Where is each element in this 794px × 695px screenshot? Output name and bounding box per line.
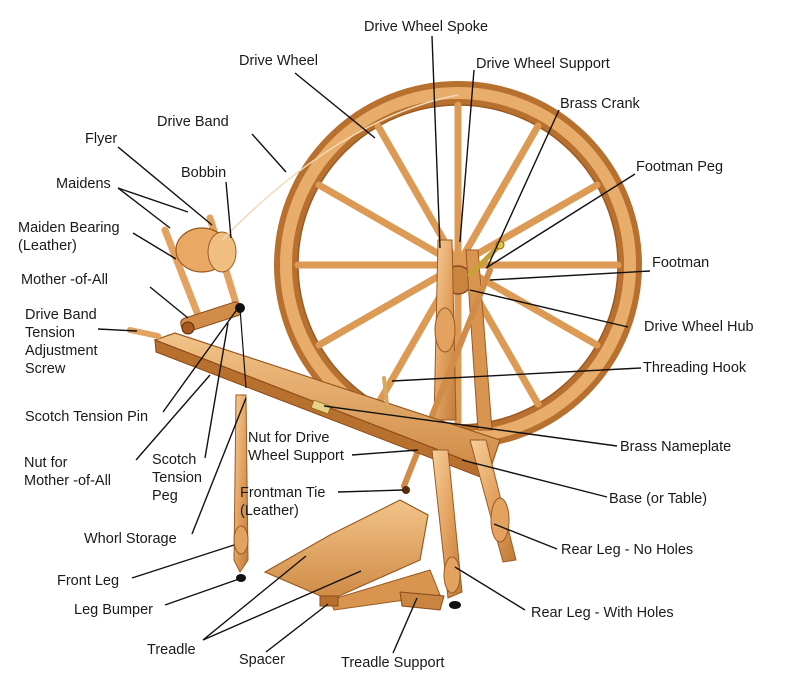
label-flyer: Flyer: [85, 131, 118, 147]
label-nut-for-drive-wheel-support: Nut for Drive Wheel Support: [248, 430, 344, 464]
leader-maidens-a: [117, 187, 189, 213]
label-drive-band: Drive Band: [157, 114, 229, 130]
label-threading-hook: Threading Hook: [643, 360, 747, 376]
front-leg-turning: [233, 525, 249, 555]
rear-leg-bumper: [449, 601, 461, 609]
leader-maidens-b: [117, 187, 171, 229]
drive-wheel-support-rear: [465, 249, 493, 431]
support-turning: [434, 307, 456, 353]
label-rear-leg-no-holes: Rear Leg - No Holes: [561, 542, 694, 558]
label-leg-bumper: Leg Bumper: [74, 602, 153, 618]
spoke: [454, 122, 542, 269]
leader-drive-wheel-hub: [469, 289, 629, 328]
label-maidens: Maidens: [56, 176, 111, 192]
maiden-front: [161, 226, 204, 324]
label-front-leg: Front Leg: [57, 573, 120, 589]
leader-footman-peg: [485, 173, 636, 269]
leader-brass-crank: [486, 109, 560, 269]
leader-treadle-a: [202, 555, 307, 641]
front-leg-bumper: [236, 574, 246, 582]
spacer-block: [319, 595, 339, 607]
flyer-shape: [207, 231, 237, 273]
label-footman: Footman: [652, 255, 710, 271]
label-drive-wheel: Drive Wheel: [239, 53, 318, 69]
spoke: [315, 181, 462, 269]
leader-treadle-support: [392, 597, 418, 654]
mother-of-all-nut: [181, 321, 195, 335]
leader-drive-band-tension: [97, 328, 138, 332]
spoke: [454, 261, 601, 349]
leader-maiden-bearing: [132, 232, 177, 260]
leader-spacer: [265, 603, 329, 653]
leader-mother-of-all: [149, 286, 189, 319]
label-treadle-support: Treadle Support: [341, 655, 445, 671]
leader-lines: [97, 35, 651, 654]
label-scotch-tension-pin: Scotch Tension Pin: [25, 409, 149, 425]
rear-leg-no-holes-turning: [490, 497, 510, 543]
leader-frontman-tie: [337, 489, 404, 493]
leader-drive-wheel-support: [459, 69, 475, 243]
leader-bobbin: [225, 181, 232, 239]
label-maiden-bearing: Maiden Bearing (Leather): [18, 220, 120, 254]
leader-nut-drive-wheel-support: [351, 449, 419, 456]
scotch-tension-cord: [239, 307, 247, 389]
label-spacer: Spacer: [239, 652, 285, 668]
leader-brass-nameplate: [323, 405, 618, 447]
label-nut-for-mother-of-all: Nut for Mother -of-All: [24, 455, 112, 489]
leader-drive-band: [251, 133, 287, 173]
leader-drive-wheel: [294, 72, 376, 139]
label-base: Base (or Table): [609, 491, 708, 507]
leader-flyer: [117, 146, 213, 226]
treadle-support-bar: [399, 591, 445, 611]
drive-band-line: [221, 94, 459, 241]
label-brass-crank: Brass Crank: [560, 96, 640, 112]
leader-whorl-storage: [191, 397, 247, 535]
label-drive-wheel-support: Drive Wheel Support: [476, 56, 610, 72]
leader-leg-bumper: [164, 578, 240, 606]
leader-front-leg: [131, 544, 235, 579]
treadle-board-second: [329, 569, 441, 611]
label-drive-wheel-hub: Drive Wheel Hub: [644, 319, 754, 335]
rear-leg-with-holes-turning: [443, 556, 461, 594]
spoke: [315, 261, 462, 349]
leader-drive-wheel-spoke: [431, 35, 441, 249]
leader-scotch-tension-peg: [204, 322, 229, 459]
label-frontman-tie: Frontman Tie (Leather): [240, 485, 326, 519]
leader-treadle-b: [202, 570, 362, 641]
label-brass-nameplate: Brass Nameplate: [620, 439, 732, 455]
leader-scotch-tension-pin: [162, 307, 239, 413]
spoke: [454, 181, 601, 269]
label-rear-leg-with-holes: Rear Leg - With Holes: [531, 605, 674, 621]
label-footman-peg: Footman Peg: [636, 159, 724, 175]
threading-hook: [382, 376, 390, 414]
label-scotch-tension-peg: Scotch Tension Peg: [152, 452, 202, 504]
leader-footman: [489, 270, 651, 281]
leader-base: [461, 459, 608, 498]
label-drive-wheel-spoke: Drive Wheel Spoke: [364, 19, 489, 35]
leader-rear-leg-no-holes: [493, 523, 558, 550]
label-drive-band-tension: Drive Band Tension Adjustment Screw: [25, 307, 98, 377]
label-treadle: Treadle: [147, 642, 196, 658]
brass-nameplate: [310, 399, 332, 415]
leader-threading-hook: [391, 367, 642, 382]
label-whorl-storage: Whorl Storage: [84, 531, 177, 547]
leader-nut-mother-of-all: [135, 374, 211, 461]
label-bobbin: Bobbin: [181, 165, 227, 181]
frontman-tie-knot: [402, 486, 410, 494]
leader-rear-leg-with-holes: [454, 566, 526, 611]
label-mother-of-all: Mother -of-All: [21, 272, 109, 288]
